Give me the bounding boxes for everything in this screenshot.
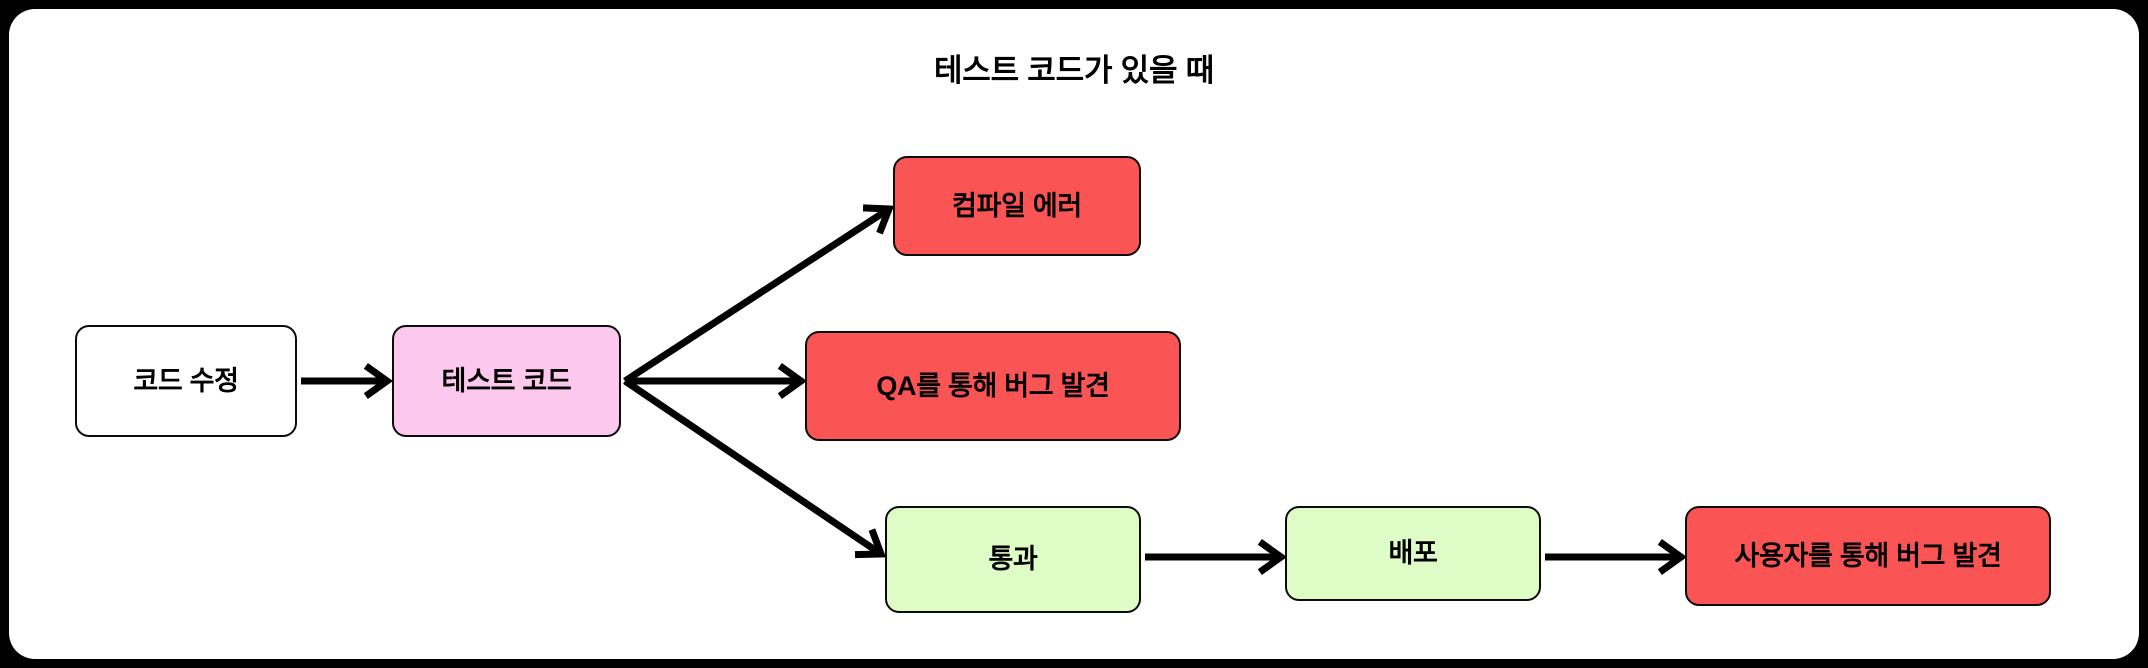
edge-arrow xyxy=(301,363,394,399)
node-label: 테스트 코드 xyxy=(441,365,572,396)
node-label: 통과 xyxy=(988,544,1038,574)
diagram-title: 테스트 코드가 있을 때 xyxy=(933,53,1215,88)
node-qa-bug[interactable]: QA를 통해 버그 발견 xyxy=(805,331,1181,441)
node-label: QA를 통해 버그 발견 xyxy=(876,370,1110,401)
node-pass[interactable]: 통과 xyxy=(885,506,1141,613)
edge-arrow xyxy=(1545,539,1688,575)
node-label: 사용자를 통해 버그 발견 xyxy=(1734,540,2002,571)
node-label: 컴파일 에러 xyxy=(952,190,1082,221)
node-label: 코드 수정 xyxy=(133,365,239,396)
node-label: 배포 xyxy=(1388,538,1438,568)
edge-arrow xyxy=(1145,539,1288,575)
diagram-canvas: 테스트 코드가 있을 때 코드 수정 테스트 코드 컴파일 에러 QA를 통해 … xyxy=(9,9,2139,659)
node-test-code[interactable]: 테스트 코드 xyxy=(392,325,621,437)
node-compile-error[interactable]: 컴파일 에러 xyxy=(893,156,1141,256)
node-deploy[interactable]: 배포 xyxy=(1285,506,1541,601)
node-code-fix[interactable]: 코드 수정 xyxy=(75,325,297,437)
edge-arrow xyxy=(625,363,808,399)
node-user-bug[interactable]: 사용자를 통해 버그 발견 xyxy=(1685,506,2051,606)
